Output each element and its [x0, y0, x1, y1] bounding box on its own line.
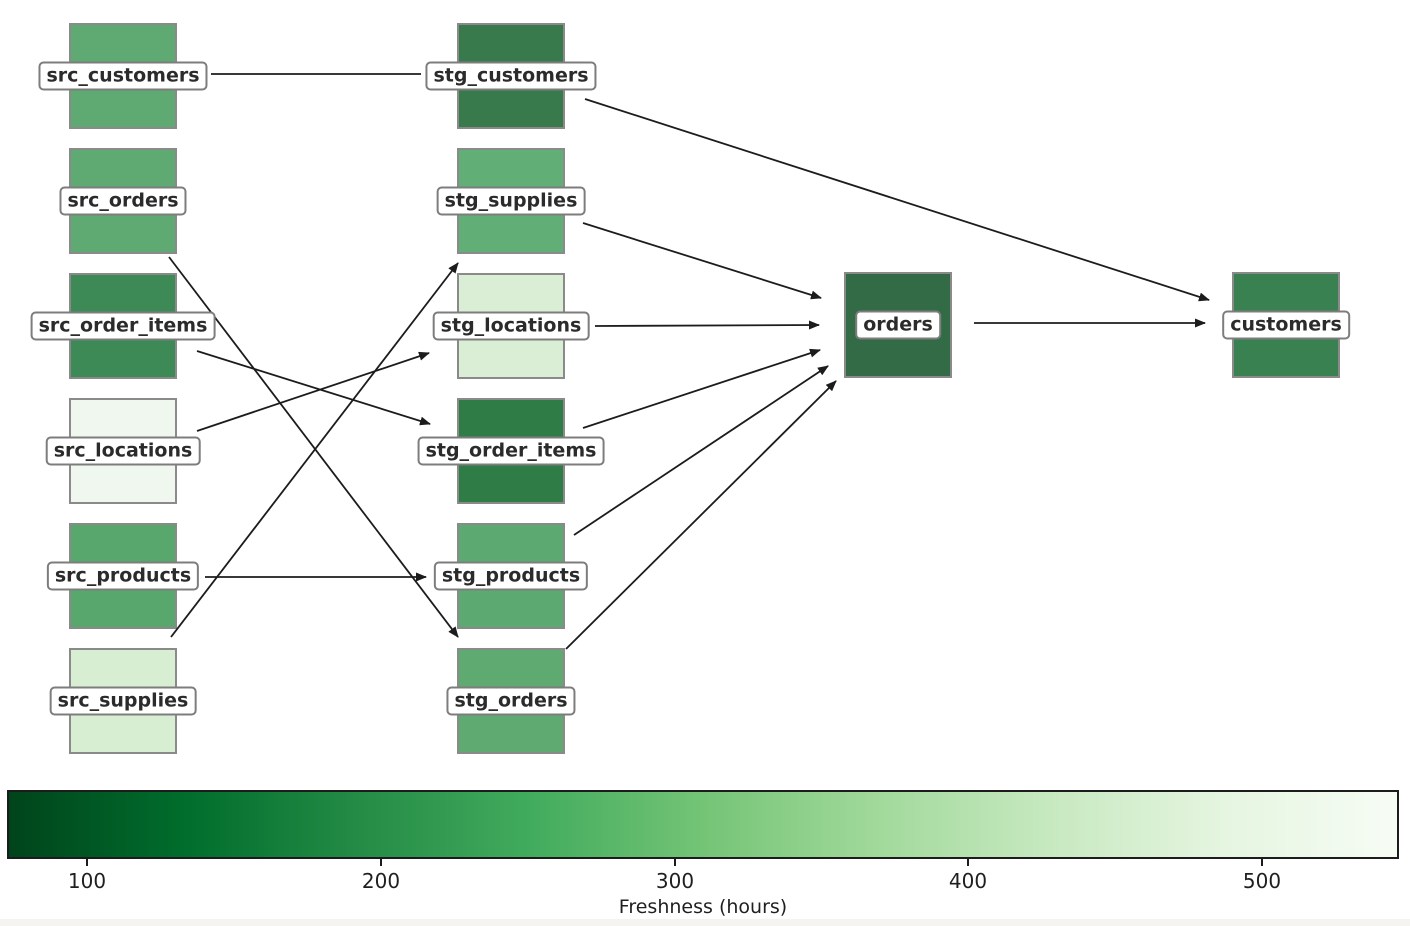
- node-label-orders: orders: [855, 310, 941, 340]
- colorbar-tick-label-400: 400: [948, 869, 988, 893]
- colorbar-axis-label: Freshness (hours): [618, 896, 788, 918]
- node-label-src_customers: src_customers: [38, 61, 208, 91]
- node-label-stg_orders: stg_orders: [446, 686, 576, 716]
- node-label-stg_locations: stg_locations: [432, 311, 590, 341]
- bottom-strip: [0, 919, 1410, 926]
- colorbar-tick-200: [380, 859, 382, 866]
- colorbar-tick-label-100: 100: [67, 869, 107, 893]
- node-label-src_products: src_products: [46, 561, 200, 591]
- colorbar-gradient-bar: [7, 790, 1399, 859]
- node-label-stg_products: stg_products: [433, 561, 589, 591]
- colorbar-tick-400: [967, 859, 969, 866]
- edge-src_order_items-to-stg_order_items: [196, 350, 431, 426]
- colorbar-tick-500: [1261, 859, 1263, 866]
- node-label-customers: customers: [1222, 310, 1350, 340]
- colorbar-tick-300: [674, 859, 676, 866]
- edge-stg_products-to-orders: [573, 365, 829, 536]
- edge-stg_locations-to-orders: [594, 320, 820, 330]
- edge-src_locations-to-stg_locations: [196, 351, 430, 432]
- colorbar-tick-label-500: 500: [1242, 869, 1282, 893]
- node-label-src_locations: src_locations: [45, 436, 201, 466]
- edge-stg_order_items-to-orders: [582, 348, 821, 429]
- node-label-stg_order_items: stg_order_items: [417, 436, 605, 466]
- node-label-stg_supplies: stg_supplies: [436, 186, 586, 216]
- node-label-src_supplies: src_supplies: [49, 686, 197, 716]
- colorbar-tick-100: [86, 859, 88, 866]
- node-label-src_orders: src_orders: [59, 186, 187, 216]
- colorbar-tick-label-300: 300: [655, 869, 695, 893]
- node-label-stg_customers: stg_customers: [425, 61, 597, 91]
- colorbar-tick-label-200: 200: [361, 869, 401, 893]
- edge-stg_supplies-to-orders: [582, 222, 822, 300]
- edge-stg_customers-to-customers: [584, 98, 1210, 302]
- edge-stg_orders-to-orders: [565, 380, 837, 650]
- node-label-src_order_items: src_order_items: [30, 311, 216, 341]
